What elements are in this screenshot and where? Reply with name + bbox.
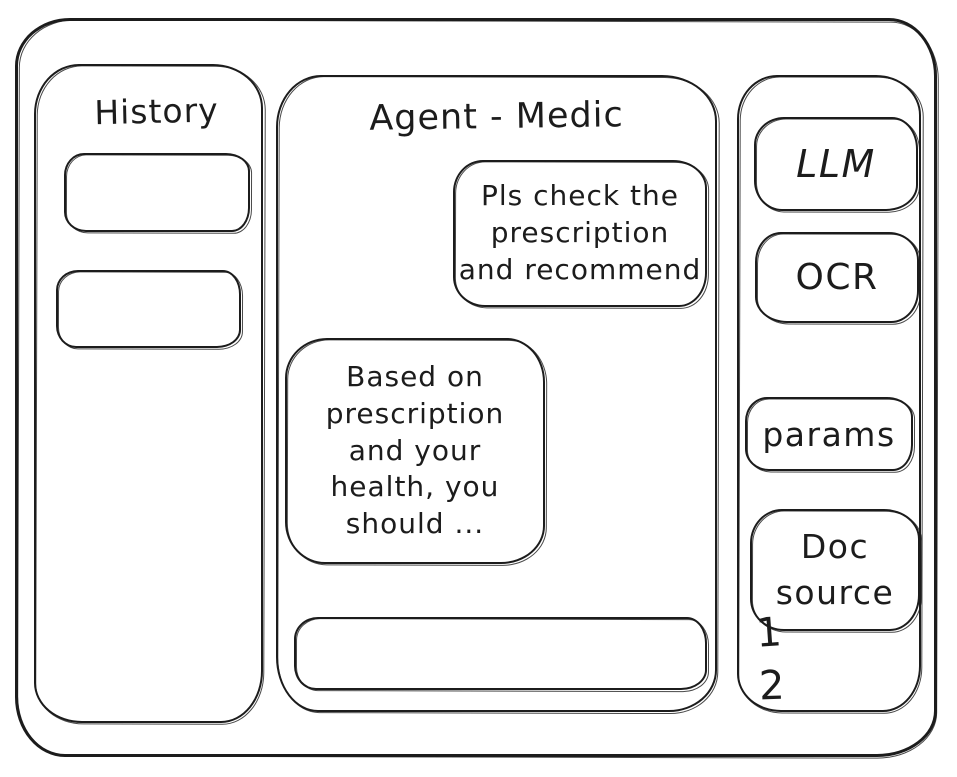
llm-button[interactable]: LLM	[754, 117, 918, 211]
history-item[interactable]	[56, 270, 241, 348]
message-input[interactable]	[310, 623, 695, 684]
chat-title: Agent - Medic	[369, 95, 624, 139]
user-message-text: Pls check the prescription and recommend	[458, 179, 702, 286]
message-input-box[interactable]	[294, 617, 707, 690]
user-message-bubble: Pls check the prescription and recommend	[453, 160, 707, 307]
doc-source-item-2[interactable]: 2	[758, 662, 787, 710]
tools-sidebar: LLM OCR params Doc source 1 2	[737, 75, 921, 712]
doc-source-item-1[interactable]: 1	[754, 609, 785, 657]
doc-source-button[interactable]: Doc source	[750, 509, 920, 631]
assistant-message-bubble: Based on prescription and your health, y…	[285, 338, 545, 564]
history-item[interactable]	[64, 153, 250, 232]
params-button[interactable]: params	[745, 397, 913, 471]
history-sidebar: History	[34, 64, 263, 723]
history-title: History	[93, 90, 220, 133]
ocr-button[interactable]: OCR	[755, 232, 919, 323]
assistant-message-text: Based on prescription and your health, y…	[325, 359, 505, 541]
chat-panel: Agent - Medic Pls check the prescription…	[276, 75, 717, 712]
